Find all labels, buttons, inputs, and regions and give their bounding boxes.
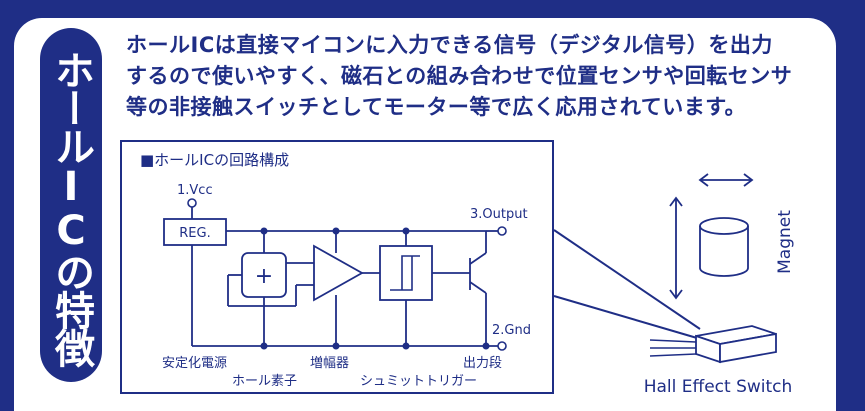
callout-lines: [553, 229, 701, 339]
schmitt-hysteresis-icon: [390, 255, 420, 291]
hall-switch-chip-icon: [695, 325, 777, 364]
intro-text: ホールICは直接マイコンに入力できる信号（デジタル信号）を出力 するので使いやす…: [126, 30, 826, 123]
amplifier-symbol: [313, 244, 364, 302]
magnet-label: Magnet: [775, 210, 795, 274]
intro-line-3: 等の非接触スイッチとしてモーター等で広く応用されています。: [126, 95, 747, 119]
pin-output-terminal: [497, 226, 507, 236]
side-title: ホールICの特徴: [48, 50, 94, 366]
pin-gnd-terminal: [497, 341, 507, 351]
regulator-box-label: REG.: [179, 226, 210, 241]
pin-gnd-label: 2.Gnd: [492, 323, 531, 338]
chip-leads: [649, 339, 697, 357]
hall-element: [241, 252, 287, 298]
label-regulator: 安定化電源: [162, 356, 227, 371]
pin-vcc-label: 1.Vcc: [177, 183, 213, 198]
side-title-pill: [40, 28, 102, 382]
hall-switch-label: Hall Effect Switch: [644, 377, 793, 397]
label-output-stage: 出力段: [463, 356, 502, 371]
pin-output-label: 3.Output: [470, 207, 528, 222]
label-amplifier: 増幅器: [310, 356, 349, 371]
magnet-cylinder-icon: [699, 217, 749, 277]
intro-line-1: ホールICは直接マイコンに入力できる信号（デジタル信号）を出力: [126, 33, 773, 57]
pin-vcc-terminal: [187, 198, 197, 208]
label-hall-element: ホール素子: [232, 374, 297, 389]
label-schmitt-trigger: シュミットトリガー: [360, 374, 477, 389]
junction-dots: [260, 227, 490, 350]
schmitt-trigger-box: [379, 245, 433, 301]
hall-element-symbol: +: [255, 264, 273, 289]
intro-line-2: するので使いやすく、磁石との組み合わせで位置センサや回転センサ: [126, 64, 793, 88]
circuit-wires: [191, 207, 498, 347]
regulator-box: [163, 218, 227, 246]
diagram-title: ■ホールICの回路構成: [140, 151, 289, 169]
motion-arrows: [669, 173, 754, 300]
